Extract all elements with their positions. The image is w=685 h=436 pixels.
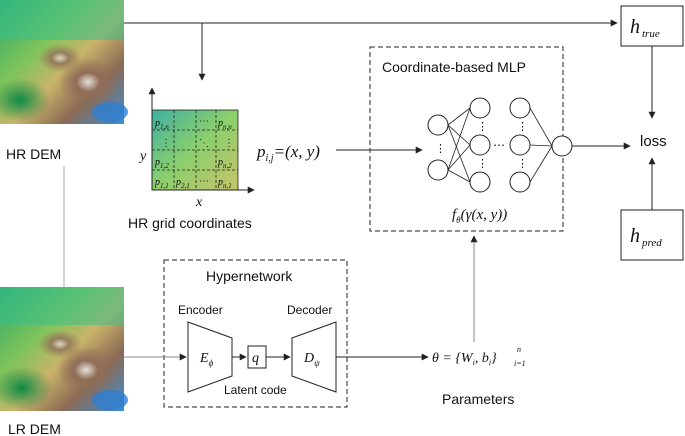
mlp-vdots-input: ⋮ [435,143,446,155]
hr-dem-label: HR DEM [6,146,61,162]
latent-symbol: q [252,351,259,366]
h-pred-symbol: h [630,225,640,247]
cell-p1n: p1,n [154,118,169,131]
h-pred-subscript: pred [641,237,662,249]
output-node [551,135,573,157]
mlp-vdots-h1a: ⋮ [477,121,488,133]
cell-ellipsis-bottom: ⋯ [199,176,209,187]
h-true-box [620,5,684,47]
loss-label: loss [640,133,667,150]
cell-ddots: ⋱ [199,138,209,149]
encoder-shape [187,321,233,393]
hidden-node [509,97,531,119]
mlp-vdots-h1b: ⋮ [477,158,488,170]
cell-pn1: pn,1 [217,177,232,190]
p-coord-formula: pi,j=(x, y) [256,142,320,164]
cell-pn2: pn,2 [217,157,232,170]
decoder-label: Decoder [287,303,332,317]
cell-p11: p1,1 [154,177,169,190]
input-node [427,114,449,136]
decoder-symbol: Dψ [303,351,320,368]
cell-pnn: pn,n [217,118,232,131]
grid-x-label: x [195,195,203,210]
encoder-label: Encoder [178,303,223,317]
mlp-vdots-h2b: ⋮ [517,158,528,170]
hidden-node [509,134,531,156]
hypernetwork-box [163,259,348,408]
f-theta-formula: fθ(γ(x, y)) [452,207,507,225]
hidden-node [509,171,531,193]
h-true-subscript: true [642,28,660,40]
hypernetwork-title: Hypernetwork [206,268,293,284]
grid-y-label: y [138,149,147,164]
theta-upper-limit: n [517,345,521,354]
parameters-label: Parameters [442,391,514,407]
theta-formula: θ = {Wi, bi} [432,351,497,367]
cell-vdots-left: ⋮ [161,138,171,149]
hidden-node [469,97,491,119]
mlp-title: Coordinate-based MLP [382,59,526,75]
mlp-vdots-h2a: ⋮ [517,121,528,133]
mlp-nodes [427,97,573,193]
input-node [427,159,449,181]
h-pred-box [620,209,684,261]
hidden-node [469,134,491,156]
mlp-ellipsis: ⋯ [493,138,505,152]
encoder-symbol: Eϕ [199,351,214,368]
hr-dem-image [0,0,128,124]
hr-grid-label: HR grid coordinates [128,215,252,231]
decoder-shape [291,321,337,393]
lr-dem-image [0,287,128,411]
theta-lower-limit: i=1 [514,359,526,368]
cell-p21: p2,1 [175,177,190,190]
latent-code-label: Latent code [224,383,287,397]
hr-grid: y x p1,n ⋯ pn,n ⋮ ⋱ ⋮ p1,2 pn,2 p1,1 p2,… [138,87,255,210]
cell-ellipsis-top: ⋯ [199,116,209,127]
cell-vdots-right: ⋮ [224,138,234,149]
lr-dem-label: LR DEM [8,421,61,436]
hidden-node [469,171,491,193]
h-true-symbol: h [630,16,640,38]
cell-p12: p1,2 [154,157,169,170]
mlp-network [447,107,553,183]
